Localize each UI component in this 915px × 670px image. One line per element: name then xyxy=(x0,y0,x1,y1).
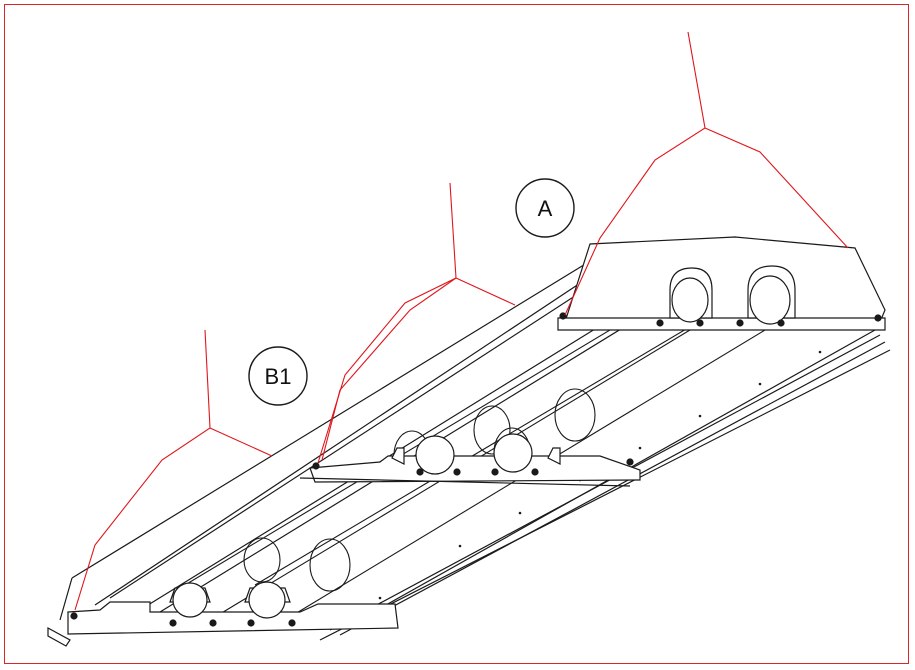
callout-b1-circle xyxy=(248,346,308,406)
end-bracket-middle xyxy=(299,433,641,487)
callout-b1: B1 xyxy=(248,346,308,406)
sling-middle xyxy=(317,182,457,464)
callout-a-circle xyxy=(515,178,575,238)
lifting-slings xyxy=(74,31,849,611)
callout-a: A xyxy=(515,178,575,238)
end-bracket-front xyxy=(47,581,399,647)
sling-a xyxy=(564,31,706,316)
callout-a-label: A xyxy=(538,196,553,221)
sling-b1 xyxy=(74,329,211,611)
end-cap-rear xyxy=(557,236,886,331)
callout-b1-label: B1 xyxy=(265,364,292,389)
